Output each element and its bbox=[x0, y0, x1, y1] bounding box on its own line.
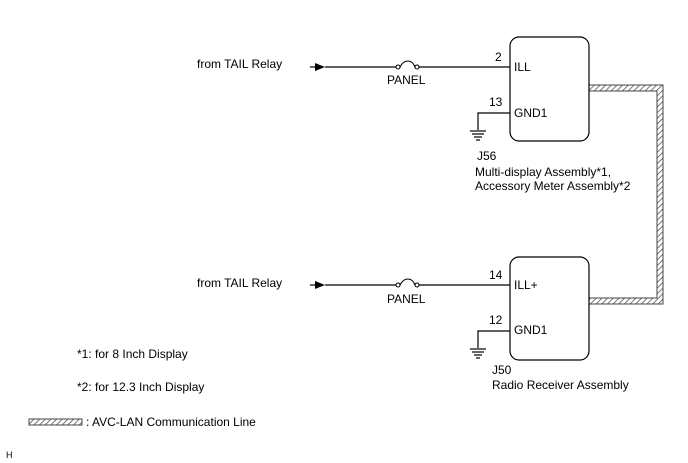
top-connector-id: J56 bbox=[477, 149, 497, 163]
top-arrow-icon bbox=[310, 63, 325, 71]
top-pin-ill: 2 bbox=[495, 50, 502, 64]
bottom-ground-wire bbox=[477, 330, 510, 348]
bottom-component-box bbox=[509, 256, 590, 361]
avc-lan-line bbox=[589, 84, 664, 305]
corner-mark: H bbox=[6, 450, 13, 460]
note-1: *1: for 8 Inch Display bbox=[77, 347, 188, 361]
bottom-terminal-ill: ILL+ bbox=[514, 278, 538, 292]
top-ground-icon bbox=[470, 130, 486, 141]
bottom-fuse-icon bbox=[395, 278, 420, 288]
top-ground-wire bbox=[477, 112, 510, 130]
top-source-label: from TAIL Relay bbox=[197, 57, 282, 71]
top-fuse-label: PANEL bbox=[387, 73, 426, 87]
bottom-arrow-icon bbox=[310, 281, 325, 289]
top-component-line1: Multi-display Assembly*1, bbox=[475, 165, 611, 179]
bottom-source-label: from TAIL Relay bbox=[197, 276, 282, 290]
top-terminal-gnd: GND1 bbox=[514, 106, 548, 120]
note-2: *2: for 12.3 Inch Display bbox=[77, 380, 204, 394]
top-terminal-ill: ILL bbox=[514, 60, 531, 74]
bottom-connector-id: J50 bbox=[492, 363, 512, 377]
top-component-line2: Accessory Meter Assembly*2 bbox=[475, 179, 631, 193]
top-pin-gnd: 13 bbox=[489, 95, 503, 109]
top-fuse-icon bbox=[395, 60, 420, 70]
top-component-box bbox=[509, 36, 590, 142]
legend-label: : AVC-LAN Communication Line bbox=[86, 415, 256, 429]
bottom-terminal-gnd: GND1 bbox=[514, 323, 548, 337]
bottom-fuse-label: PANEL bbox=[387, 292, 426, 306]
bottom-pin-ill: 14 bbox=[489, 268, 503, 282]
bottom-pin-gnd: 12 bbox=[489, 313, 503, 327]
bottom-component-name: Radio Receiver Assembly bbox=[492, 378, 629, 392]
avc-lan-legend-swatch bbox=[28, 418, 83, 426]
bottom-ground-icon bbox=[470, 348, 486, 359]
